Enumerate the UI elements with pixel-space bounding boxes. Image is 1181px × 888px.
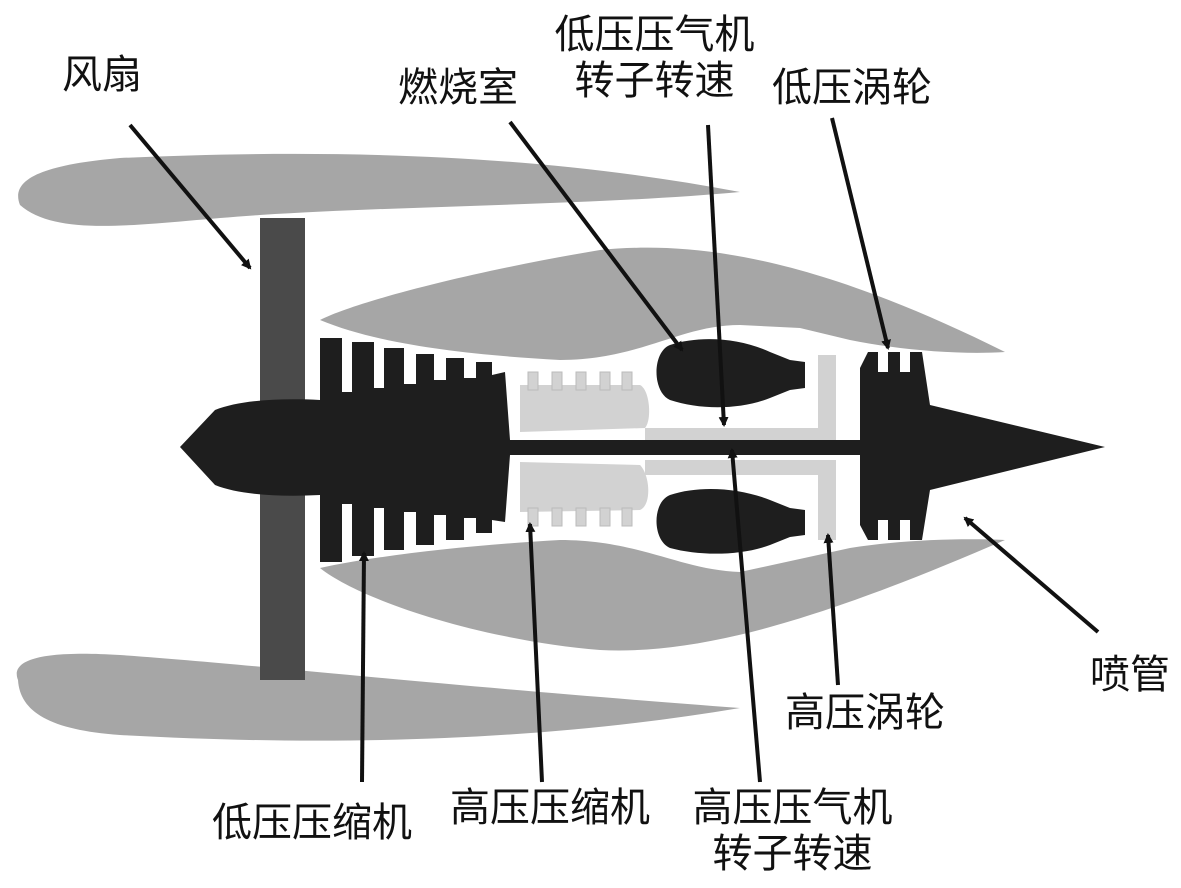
nacelle-upper <box>18 153 740 226</box>
nacelle-lower <box>16 653 741 741</box>
hp-turbine-drum-lower <box>645 460 836 540</box>
arrow-hp-turbine <box>823 533 840 686</box>
label-lp-turbine: 低压涡轮 <box>772 65 932 111</box>
label-fan: 风扇 <box>62 52 142 98</box>
core-cowl-upper <box>320 247 1005 360</box>
label-hp-spool-speed: 高压压气机 转子转速 <box>680 785 905 877</box>
hp-compressor-body-lower <box>520 462 649 512</box>
hp-compressor-body <box>520 385 650 432</box>
arrow-hp-compressor <box>525 522 544 783</box>
label-combustor: 燃烧室 <box>398 65 518 111</box>
label-hp-spool-speed-line1: 高压压气机 <box>692 785 893 831</box>
label-hp-turbine: 高压涡轮 <box>785 690 945 736</box>
lp-spool <box>180 338 1105 562</box>
label-lp-compressor: 低压压缩机 <box>212 800 412 846</box>
combustor-upper <box>656 339 805 408</box>
core-cowl-lower <box>320 539 1005 651</box>
arrow-lp-turbine <box>830 117 891 350</box>
label-lp-spool-speed-line2: 转子转速 <box>574 58 735 104</box>
hp-turbine-drum <box>645 355 836 442</box>
label-lp-spool-speed-line1: 低压压气机 <box>554 12 755 58</box>
arrow-lp-spool-speed <box>706 124 729 427</box>
arrow-hp-spool-speed <box>727 448 762 783</box>
arrow-fan <box>128 123 252 270</box>
label-nozzle: 喷管 <box>1090 652 1170 698</box>
combustor-lower <box>656 488 805 554</box>
arrow-combustor <box>508 120 684 352</box>
label-hp-compressor: 高压压缩机 <box>450 785 650 831</box>
leader-arrows <box>128 117 1100 783</box>
arrow-lp-compressor <box>358 551 369 783</box>
arrow-nozzle <box>963 516 1100 634</box>
label-lp-spool-speed: 低压压气机 转子转速 <box>542 12 767 104</box>
label-hp-spool-speed-line2: 转子转速 <box>712 831 873 877</box>
hp-compressor-stages <box>527 371 633 527</box>
